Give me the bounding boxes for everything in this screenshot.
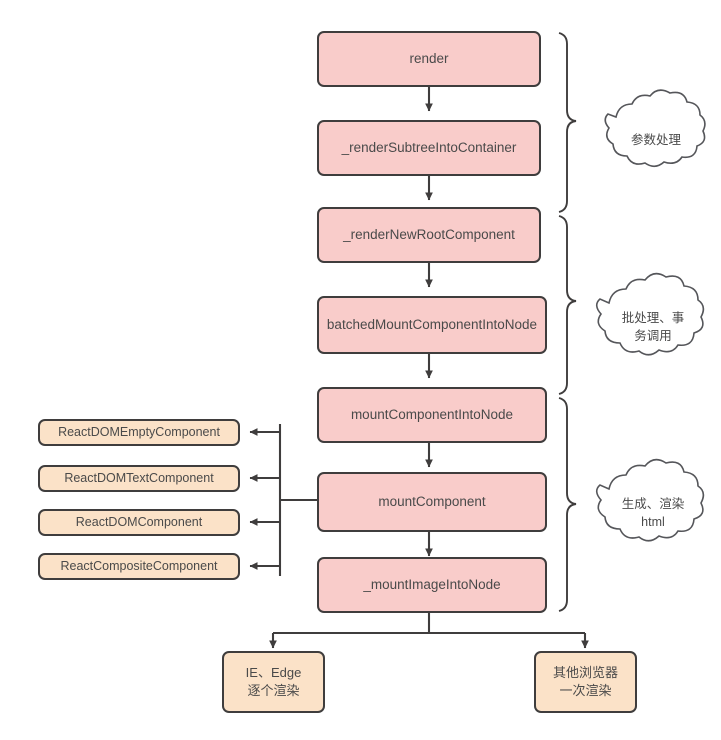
node-mount-image-into-node-label: _mountImageIntoNode <box>363 576 501 592</box>
node-react-composite-component[interactable]: ReactCompositeComponent <box>38 553 240 580</box>
annotation-params-handling-label: 参数处理 <box>630 132 681 147</box>
node-react-dom-text-component[interactable]: ReactDOMTextComponent <box>38 465 240 492</box>
node-react-dom-empty-component-label: ReactDOMEmptyComponent <box>58 425 220 440</box>
annotation-batch-transaction-label: 批处理、事 务调用 <box>621 310 685 343</box>
brace-generate-render-html <box>558 397 577 612</box>
node-batched-mount-component-into-node[interactable]: batchedMountComponentIntoNode <box>317 296 547 354</box>
node-react-dom-component-label: ReactDOMComponent <box>75 515 203 530</box>
node-mount-component-label: mountComponent <box>378 493 486 509</box>
node-batched-mount-component-into-node-label: batchedMountComponentIntoNode <box>326 316 538 332</box>
node-react-dom-text-component-label: ReactDOMTextComponent <box>64 471 214 486</box>
node-react-dom-component[interactable]: ReactDOMComponent <box>38 509 240 536</box>
brace-params-handling <box>558 32 577 213</box>
brace-batch-transaction <box>558 215 577 395</box>
node-react-dom-empty-component[interactable]: ReactDOMEmptyComponent <box>38 419 240 446</box>
node-ie-edge-branch-label: IE、Edge 逐个渲染 <box>245 665 302 698</box>
annotation-params-handling: 参数处理 <box>616 123 696 157</box>
node-render-subtree-into-container-label: _renderSubtreeIntoContainer <box>341 139 517 155</box>
node-other-browsers-branch-label: 其他浏览器 一次渲染 <box>552 665 618 698</box>
node-mount-component-into-node[interactable]: mountComponentIntoNode <box>317 387 547 443</box>
node-react-composite-component-label: ReactCompositeComponent <box>60 559 218 574</box>
node-mount-image-into-node[interactable]: _mountImageIntoNode <box>317 557 547 613</box>
node-render-subtree-into-container[interactable]: _renderSubtreeIntoContainer <box>317 120 541 176</box>
annotation-generate-render-html-label: 生成、渲染 html <box>621 496 685 529</box>
node-mount-component-into-node-label: mountComponentIntoNode <box>350 406 514 422</box>
node-render-label: render <box>409 50 449 66</box>
node-render[interactable]: render <box>317 31 541 87</box>
annotation-generate-render-html: 生成、渲染 html <box>611 492 695 534</box>
node-ie-edge-branch[interactable]: IE、Edge 逐个渲染 <box>222 651 325 713</box>
node-mount-component[interactable]: mountComponent <box>317 472 547 532</box>
node-render-new-root-component-label: _renderNewRootComponent <box>343 226 515 242</box>
node-render-new-root-component[interactable]: _renderNewRootComponent <box>317 207 541 263</box>
annotation-batch-transaction: 批处理、事 务调用 <box>611 306 695 348</box>
node-other-browsers-branch[interactable]: 其他浏览器 一次渲染 <box>534 651 637 713</box>
